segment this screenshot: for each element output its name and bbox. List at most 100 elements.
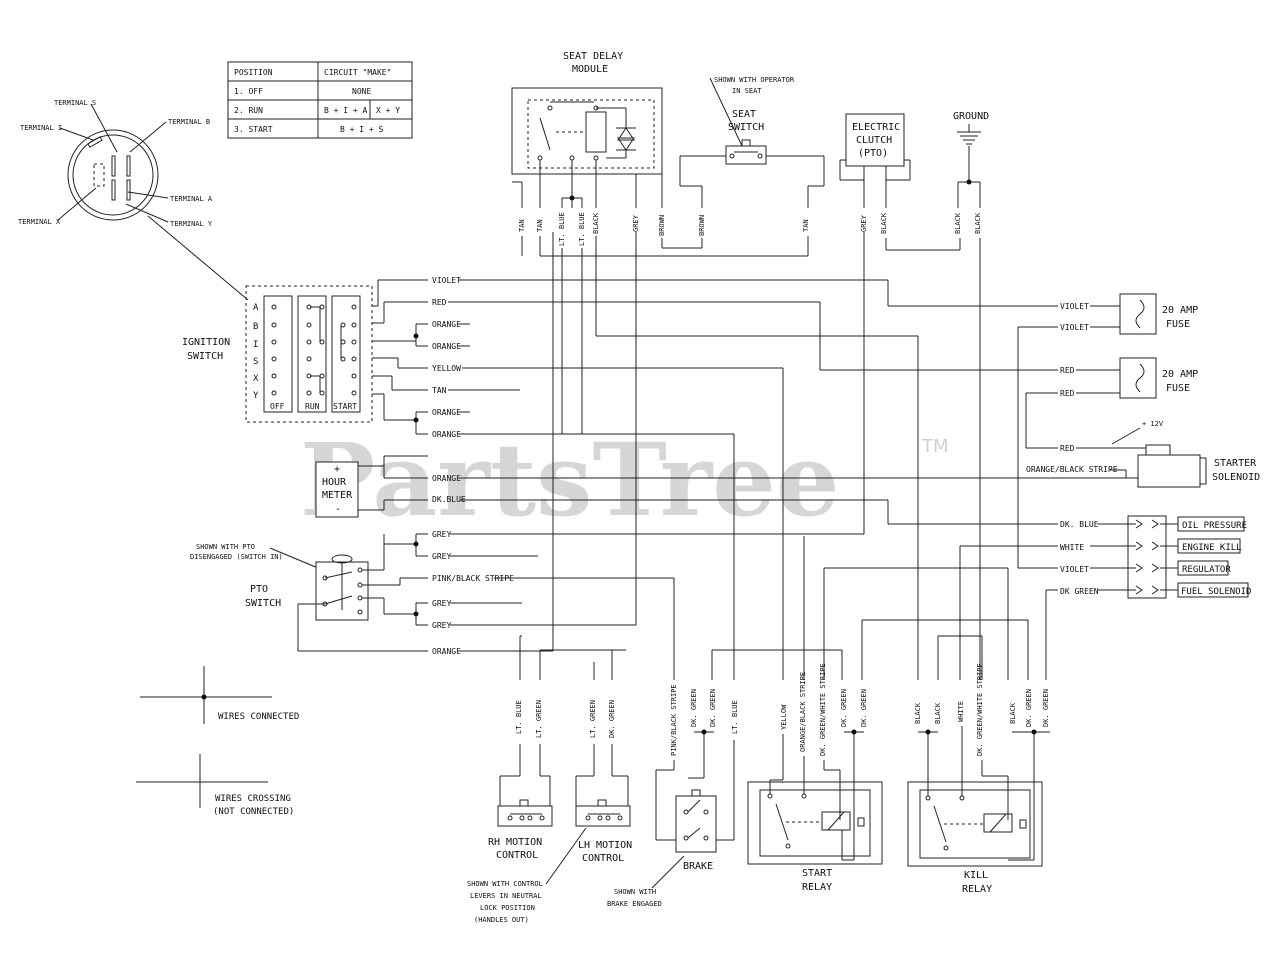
wire-label: LT. BLUE <box>515 700 523 734</box>
pto-note: DISENGAGED (SWITCH IN) <box>190 553 283 561</box>
wire-label: GREY <box>432 552 451 561</box>
bottom-wires: LT. BLUE LT. GREEN LT. GREEN DK. GREEN P… <box>499 536 1050 861</box>
wire-label: WHITE <box>957 701 965 722</box>
starter-wire-label: RED <box>1060 444 1075 453</box>
wire-label: RED <box>432 298 447 307</box>
brake-note: BRAKE ENGAGED <box>607 900 662 908</box>
hour-meter-label: METER <box>322 490 353 501</box>
rh-motion-label: CONTROL <box>496 850 538 861</box>
seat-delay-title: SEAT DELAY <box>563 51 623 62</box>
wire-label: VIOLET <box>432 276 461 285</box>
fuse-label: 20 AMP <box>1162 305 1198 316</box>
wire-label: PINK/BLACK STRIPE <box>670 684 678 756</box>
start-relay: START RELAY <box>747 781 883 893</box>
watermark-tm: TM <box>921 436 949 457</box>
wire-label: DK. GREEN <box>690 689 698 727</box>
engine-connector-label: ENGINE KILL <box>1182 543 1242 553</box>
motion-note-line: (HANDLES OUT) <box>474 916 529 924</box>
engine-connector-label: FUEL SOLENOID <box>1181 587 1251 597</box>
ignition-row-label: I <box>253 340 258 350</box>
wire-label: GREY <box>432 621 451 630</box>
seat-delay-module: SEAT DELAY MODULE <box>511 51 663 175</box>
table-header-circuit: CIRCUIT "MAKE" <box>324 68 391 77</box>
motion-note-line: LEVERS IN NEUTRAL <box>470 892 542 900</box>
wire-label: ORANGE <box>432 647 461 656</box>
wire-label: BLACK <box>974 212 982 234</box>
starter-voltage: + 12V <box>1142 420 1164 428</box>
ground-label: GROUND <box>953 111 989 122</box>
wire-label: LT. BLUE <box>731 700 739 734</box>
motion-note-line: SHOWN WITH CONTROL <box>467 880 543 888</box>
wire-label: DK. GREEN <box>709 689 717 727</box>
brake-label: BRAKE <box>683 861 713 872</box>
wire-label: GREY <box>432 599 451 608</box>
hour-meter: + HOUR METER - ORANGE DK.BLUE <box>315 455 1126 525</box>
terminal-b-label: TERMINAL B <box>168 118 210 126</box>
kill-relay-label: KILL <box>964 870 988 881</box>
wire-label: LT. BLUE <box>558 212 566 246</box>
table-row-circuit: NONE <box>352 87 371 96</box>
table-row-circuit-extra: X + Y <box>376 106 400 115</box>
wire-label: BLACK <box>934 702 942 724</box>
brake-switch: BRAKE SHOWN WITH BRAKE ENGAGED <box>607 789 717 908</box>
electric-clutch: ELECTRIC CLUTCH (PTO) <box>839 113 911 181</box>
table-row-circuit: B + I + S <box>340 125 384 134</box>
top-wires: TAN TAN LT. BLUE LT. BLUE BLACK GREY BRO… <box>512 88 982 680</box>
wire-label: ORANGE/BLACK STRIPE <box>799 672 807 752</box>
legend-crossing: (NOT CONNECTED) <box>213 807 294 817</box>
ignition-column-label: START <box>333 402 357 411</box>
wire-label: ORANGE <box>432 408 461 417</box>
ignition-column-label: RUN <box>305 402 320 411</box>
legend: WIRES CONNECTED WIRES CROSSING (NOT CONN… <box>136 666 299 817</box>
wire-label: DK. GREEN <box>1042 689 1050 727</box>
seat-switch-note: SHOWN WITH OPERATOR <box>714 76 795 84</box>
wire-label: ORANGE <box>432 430 461 439</box>
pto-switch-label: PTO <box>250 584 268 595</box>
wire-label: TAN <box>802 219 810 232</box>
pto-switch: SHOWN WITH PTO DISENGAGED (SWITCH IN) PT… <box>190 232 865 680</box>
fuse-wire-label: VIOLET <box>1060 302 1089 311</box>
wire-label: LT. BLUE <box>578 212 586 246</box>
legend-connected: WIRES CONNECTED <box>218 712 299 722</box>
terminal-a-label: TERMINAL A <box>170 195 213 203</box>
starter-label: SOLENOID <box>1212 472 1260 483</box>
terminal-i-label: TERMINAL I <box>20 124 62 132</box>
start-relay-label: RELAY <box>802 882 832 893</box>
wire-label: BLACK <box>954 212 962 234</box>
wire-label: LT. GREEN <box>589 700 597 738</box>
pto-switch-label: SWITCH <box>245 598 281 609</box>
watermark-brand: PartsTree <box>300 421 840 539</box>
hour-meter-minus: - <box>335 504 341 515</box>
legend-crossing: WIRES CROSSING <box>215 794 291 804</box>
wire-label: DK. GREEN <box>608 700 616 738</box>
table-row-circuit: B + I + A <box>324 106 368 115</box>
hour-meter-label: HOUR <box>322 477 347 488</box>
position-table: POSITION CIRCUIT "MAKE" 1. OFF NONE 2. R… <box>227 61 413 139</box>
engine-connector-label: OIL PRESSURE <box>1182 521 1247 531</box>
wire-label: LT. GREEN <box>535 700 543 738</box>
table-row-position: 3. START <box>234 125 273 134</box>
fuse-label: FUSE <box>1166 383 1190 394</box>
wire-label: PINK/BLACK STRIPE <box>432 574 514 583</box>
table-header-position: POSITION <box>234 68 273 77</box>
ignition-switch-title: SWITCH <box>187 351 223 362</box>
engine-wire-label: DK GREEN <box>1060 587 1099 596</box>
wire-label: TAN <box>432 386 447 395</box>
starter-label: STARTER <box>1214 458 1257 469</box>
ignition-row-label: X <box>253 374 259 384</box>
wire-label: GREY <box>632 214 640 232</box>
engine-wire-label: VIOLET <box>1060 565 1089 574</box>
terminal-s-label: TERMINAL S <box>54 99 96 107</box>
wire-label: DK. GREEN <box>860 689 868 727</box>
wire-label: BLACK <box>592 212 600 234</box>
kill-relay: KILL RELAY <box>907 781 1043 895</box>
table-row-position: 1. OFF <box>234 87 263 96</box>
wire-label: BLACK <box>914 702 922 724</box>
wire-label: TAN <box>518 219 526 232</box>
wire-label: GREY <box>432 530 451 539</box>
ignition-row-label: A <box>253 303 259 313</box>
clutch-label: ELECTRIC <box>852 122 900 133</box>
ignition-row-label: B <box>253 322 258 332</box>
lh-motion-label: CONTROL <box>582 853 624 864</box>
